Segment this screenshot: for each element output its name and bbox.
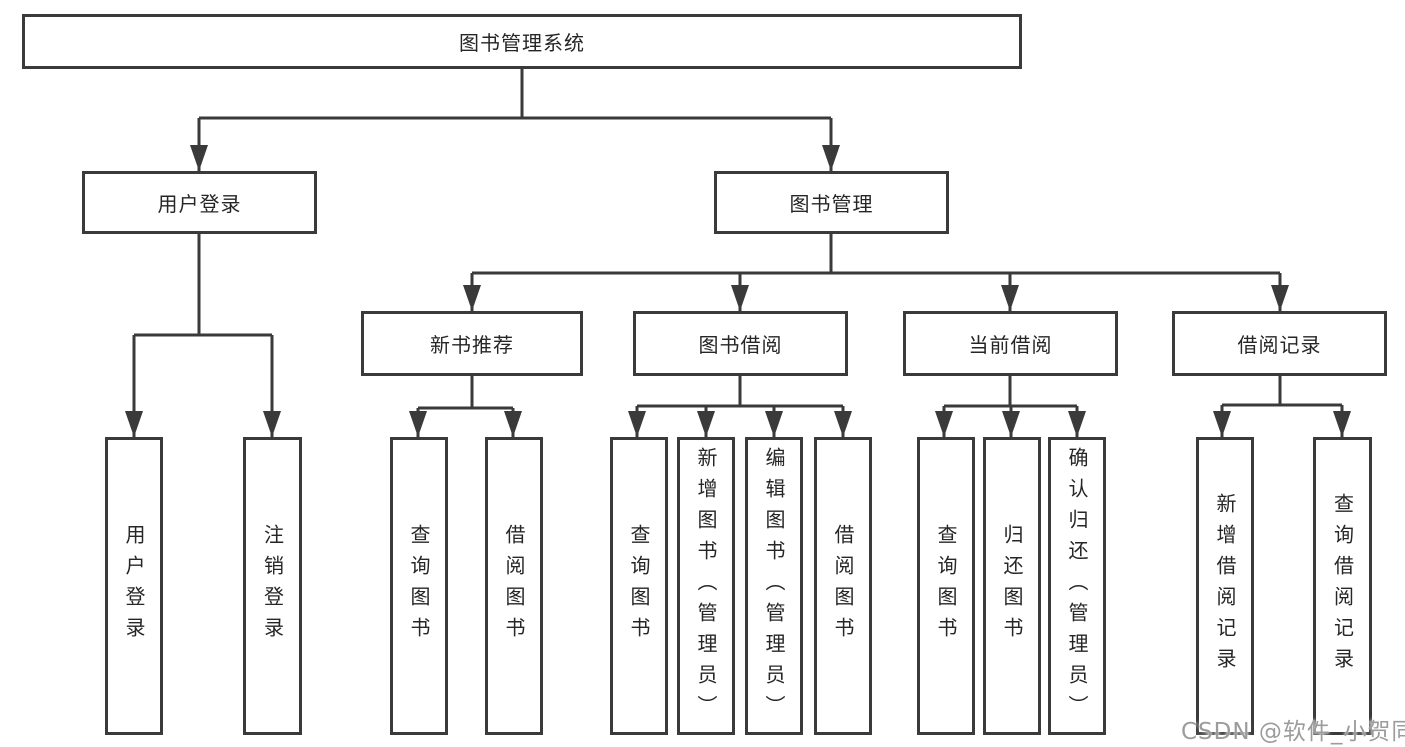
- leaf-current-query-books: 查询图书: [917, 437, 975, 735]
- leaf-logout-label: 注销登录: [260, 524, 285, 648]
- node-user-login: 用户登录: [82, 171, 317, 234]
- leaf-borrow-books: 借阅图书: [814, 437, 872, 735]
- leaf-return-books: 归还图书: [983, 437, 1041, 735]
- leaf-confirm-return-admin: 确认归还（管理员）: [1048, 437, 1106, 735]
- leaf-query-borrow-record: 查询借阅记录: [1313, 437, 1372, 735]
- leaf-return-books-label: 归还图书: [1000, 524, 1024, 648]
- leaf-add-books-admin: 新增图书（管理员）: [677, 437, 735, 735]
- leaf-edit-books-admin-label: 编辑图书（管理员）: [762, 446, 786, 726]
- leaf-logout: 注销登录: [243, 437, 302, 735]
- leaf-add-borrow-record-label: 新增借阅记录: [1213, 493, 1237, 679]
- node-root-system-label: 图书管理系统: [459, 31, 585, 55]
- leaf-borrow-query-books-label: 查询图书: [627, 524, 651, 648]
- leaf-recommend-borrow-books-label: 借阅图书: [502, 524, 526, 648]
- leaf-recommend-borrow-books: 借阅图书: [485, 437, 543, 735]
- leaf-query-borrow-record-label: 查询借阅记录: [1330, 493, 1355, 679]
- leaf-recommend-query-books-label: 查询图书: [407, 524, 431, 648]
- leaf-add-borrow-record: 新增借阅记录: [1196, 437, 1254, 735]
- node-book-borrow: 图书借阅: [633, 311, 848, 376]
- node-borrow-record: 借阅记录: [1172, 311, 1387, 376]
- leaf-user-login-label: 用户登录: [122, 524, 146, 648]
- leaf-current-query-books-label: 查询图书: [934, 524, 958, 648]
- node-root-system: 图书管理系统: [22, 14, 1022, 69]
- leaf-borrow-query-books: 查询图书: [610, 437, 668, 735]
- node-book-management: 图书管理: [714, 171, 949, 234]
- leaf-user-login: 用户登录: [105, 437, 163, 735]
- leaf-recommend-query-books: 查询图书: [390, 437, 448, 735]
- leaf-edit-books-admin: 编辑图书（管理员）: [745, 437, 803, 735]
- leaf-borrow-books-label: 借阅图书: [831, 524, 855, 648]
- node-new-book-recommend: 新书推荐: [361, 311, 583, 376]
- node-current-borrow-label: 当前借阅: [968, 333, 1053, 357]
- node-user-login-label: 用户登录: [157, 192, 242, 216]
- node-current-borrow: 当前借阅: [903, 311, 1118, 376]
- csdn-watermark: CSDN @软件_小贺同学: [1181, 719, 1405, 745]
- leaf-confirm-return-admin-label: 确认归还（管理员）: [1065, 446, 1089, 726]
- node-book-management-label: 图书管理: [789, 192, 874, 216]
- node-borrow-record-label: 借阅记录: [1237, 333, 1322, 357]
- leaf-add-books-admin-label: 新增图书（管理员）: [694, 446, 718, 726]
- node-book-borrow-label: 图书借阅: [698, 333, 783, 357]
- node-new-book-recommend-label: 新书推荐: [430, 333, 514, 357]
